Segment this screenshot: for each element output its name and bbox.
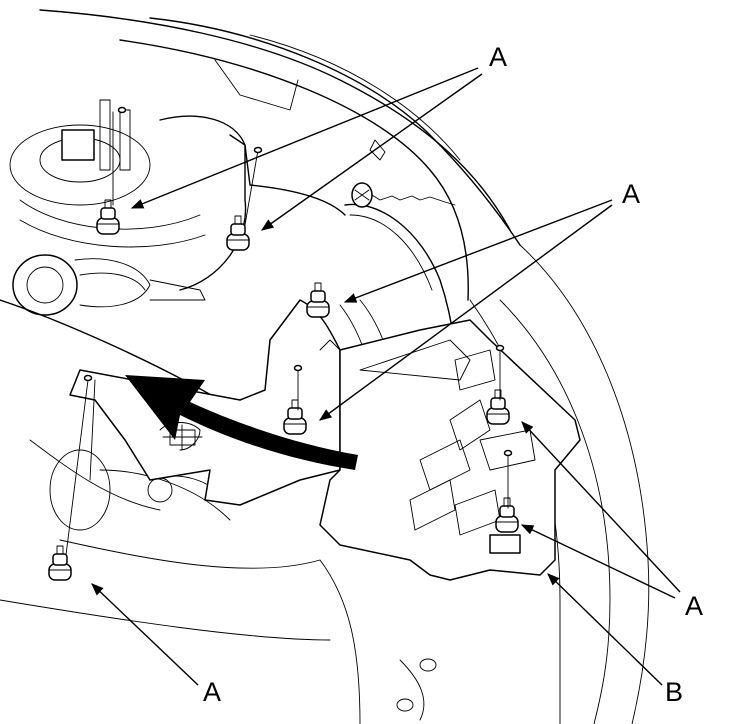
clip-icon xyxy=(306,282,330,318)
removal-direction-arrow xyxy=(125,375,358,470)
callout-a-right-upper: A xyxy=(622,179,640,209)
strut-assembly xyxy=(9,99,247,316)
callout-a-top: A xyxy=(489,42,507,72)
clip-icon xyxy=(96,199,120,235)
screw xyxy=(351,182,456,208)
callout-b: B xyxy=(665,677,683,707)
leader-lines xyxy=(91,67,681,686)
callout-a-right-lower: A xyxy=(685,591,703,621)
callout-a-bottom-left: A xyxy=(203,677,221,707)
splash-shield xyxy=(69,299,581,581)
callout-labels: A A A A B xyxy=(203,42,703,707)
fender-outline xyxy=(39,9,650,724)
clip-fasteners xyxy=(48,111,519,581)
clip-icon xyxy=(48,545,72,581)
